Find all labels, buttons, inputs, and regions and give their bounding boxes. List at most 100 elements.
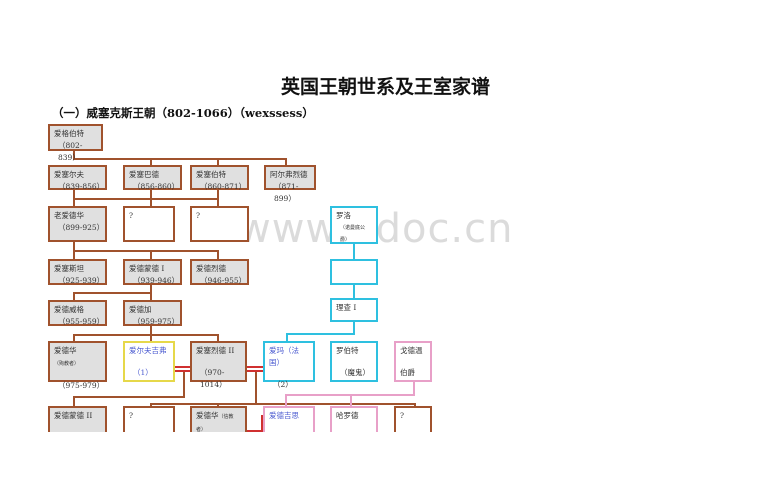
connector-line bbox=[73, 250, 219, 252]
node-years: （939-946） bbox=[133, 276, 180, 285]
node-title: 伯爵 bbox=[400, 368, 415, 377]
node-years: （970-1014） bbox=[200, 368, 227, 389]
connector-line bbox=[73, 334, 75, 342]
node-name: 戈德温 bbox=[400, 346, 423, 355]
connector-line bbox=[150, 158, 152, 165]
node-aethelbald: 爱塞巴德 （856-860） bbox=[123, 165, 182, 191]
node-name: 爱尔夫吉弗 bbox=[129, 346, 167, 355]
node-name: ? bbox=[129, 211, 134, 220]
marriage-line bbox=[261, 415, 263, 432]
connector-line bbox=[286, 333, 355, 335]
node-rollo: 罗洛 （诺曼底公爵） bbox=[330, 206, 378, 244]
connector-line bbox=[353, 284, 355, 298]
page-title: 英国王朝世系及王室家谱 bbox=[280, 76, 490, 98]
node-years: （899-925） bbox=[58, 223, 105, 232]
connector-line bbox=[73, 158, 286, 160]
marriage-line bbox=[247, 366, 263, 368]
node-name: 爱格伯特 bbox=[54, 129, 84, 138]
node-years: （1） bbox=[133, 368, 153, 377]
node-name: 爱塞烈德 II bbox=[196, 346, 235, 355]
node-godwin: 戈德温 伯爵 bbox=[394, 341, 432, 382]
node-name: 阿尔弗烈德 bbox=[270, 170, 308, 179]
node-name: 老爱德华 bbox=[54, 211, 84, 220]
node-years: （946-955） bbox=[200, 276, 247, 285]
connector-line bbox=[217, 403, 219, 407]
connector-line bbox=[73, 198, 219, 200]
connector-line bbox=[183, 371, 185, 397]
connector-line bbox=[217, 158, 219, 165]
node-harold: 哈罗德 bbox=[330, 406, 378, 432]
node-years: （955-959） bbox=[58, 317, 105, 326]
node-years: （856-860） bbox=[133, 182, 180, 191]
node-name: 罗洛 bbox=[336, 211, 351, 220]
node-note: （诺曼底公爵） bbox=[340, 225, 366, 243]
node-years: （839-856） bbox=[58, 182, 105, 191]
connector-line bbox=[217, 334, 219, 342]
node-name: 爱塞巴德 bbox=[129, 170, 159, 179]
node-note: （信教者） bbox=[196, 414, 234, 433]
node-name: 哈罗德 bbox=[336, 411, 359, 420]
node-years: （860-871） bbox=[200, 182, 247, 191]
node-name: 爱塞斯坦 bbox=[54, 264, 84, 273]
connector-line bbox=[286, 333, 288, 342]
node-name: 爱德蒙德 I bbox=[129, 264, 165, 273]
node-name: 爱德吉思 bbox=[269, 411, 299, 420]
connector-line bbox=[150, 189, 152, 207]
node-aethelred-ii: 爱塞烈德 II （970-1014） bbox=[190, 341, 247, 389]
node-unknown: ? bbox=[123, 206, 175, 242]
node-aethelwulf: 爱塞尔夫 （839-856） bbox=[48, 165, 107, 191]
connector-line bbox=[73, 396, 185, 398]
node-edgar: 爱德加 （959-975） bbox=[123, 300, 182, 326]
connector-line bbox=[350, 394, 352, 407]
node-emma: 爱玛（法国） （2） bbox=[263, 341, 315, 389]
node-name: 爱德威格 bbox=[54, 305, 84, 314]
node-unknown: ? bbox=[394, 406, 432, 432]
node-unknown: ? bbox=[123, 406, 175, 432]
connector-line bbox=[285, 158, 287, 165]
node-eadred: 爱德烈德 （946-955） bbox=[190, 259, 249, 285]
node-name: 爱德华 bbox=[196, 411, 219, 420]
node-aethelstan: 爱塞斯坦 （925-939） bbox=[48, 259, 107, 285]
node-name: 爱塞伯特 bbox=[196, 170, 226, 179]
node-name: 爱德华 bbox=[54, 346, 77, 355]
node-name: 爱德蒙德 II bbox=[54, 411, 93, 420]
connector-line bbox=[73, 334, 219, 336]
node-rollo-descendant bbox=[330, 259, 378, 285]
node-years: （2） bbox=[273, 380, 293, 389]
connector-line bbox=[150, 250, 152, 260]
node-edmund-ii: 爱德蒙德 II bbox=[48, 406, 107, 432]
connector-line bbox=[217, 250, 219, 260]
node-name: ? bbox=[129, 411, 134, 420]
connector-line bbox=[353, 244, 355, 260]
connector-line bbox=[285, 394, 287, 407]
connector-line bbox=[73, 396, 75, 406]
node-name: 爱玛（法国） bbox=[269, 346, 299, 367]
node-years: （959-975） bbox=[133, 317, 180, 326]
connector-line bbox=[150, 403, 416, 405]
node-name: 理查 I bbox=[336, 303, 357, 312]
node-egbert: 爱格伯特 （802-839） bbox=[48, 124, 103, 162]
marriage-line bbox=[247, 430, 263, 432]
connector-line bbox=[255, 371, 257, 405]
node-eadwig: 爱德威格 （955-959） bbox=[48, 300, 107, 326]
section-heading: （一）威塞克斯王朝（802-1066）（wexssess） bbox=[52, 106, 314, 120]
marriage-line bbox=[174, 370, 190, 372]
node-years: （925-939） bbox=[58, 276, 105, 285]
node-years: （975-979） bbox=[58, 381, 105, 390]
node-edith: 爱德吉思 bbox=[263, 406, 315, 432]
node-note: （殉教者） bbox=[54, 361, 80, 367]
node-name: ? bbox=[400, 411, 405, 420]
connector-line bbox=[353, 322, 355, 334]
node-alfred: 阿尔弗烈德 （871-899） bbox=[264, 165, 316, 203]
node-name: ? bbox=[196, 211, 201, 220]
connector-line bbox=[150, 403, 152, 407]
connector-line bbox=[73, 292, 152, 294]
marriage-line bbox=[247, 370, 263, 372]
node-edmund-i: 爱德蒙德 I （939-946） bbox=[123, 259, 182, 285]
node-name: 罗伯特 bbox=[336, 346, 359, 355]
node-aethelberht: 爱塞伯特 （860-871） bbox=[190, 165, 249, 191]
node-edward-confessor: 爱德华（信教者） bbox=[190, 406, 247, 433]
marriage-line bbox=[174, 366, 190, 368]
node-years: （802-839） bbox=[58, 141, 83, 162]
node-name: 爱塞尔夫 bbox=[54, 170, 84, 179]
